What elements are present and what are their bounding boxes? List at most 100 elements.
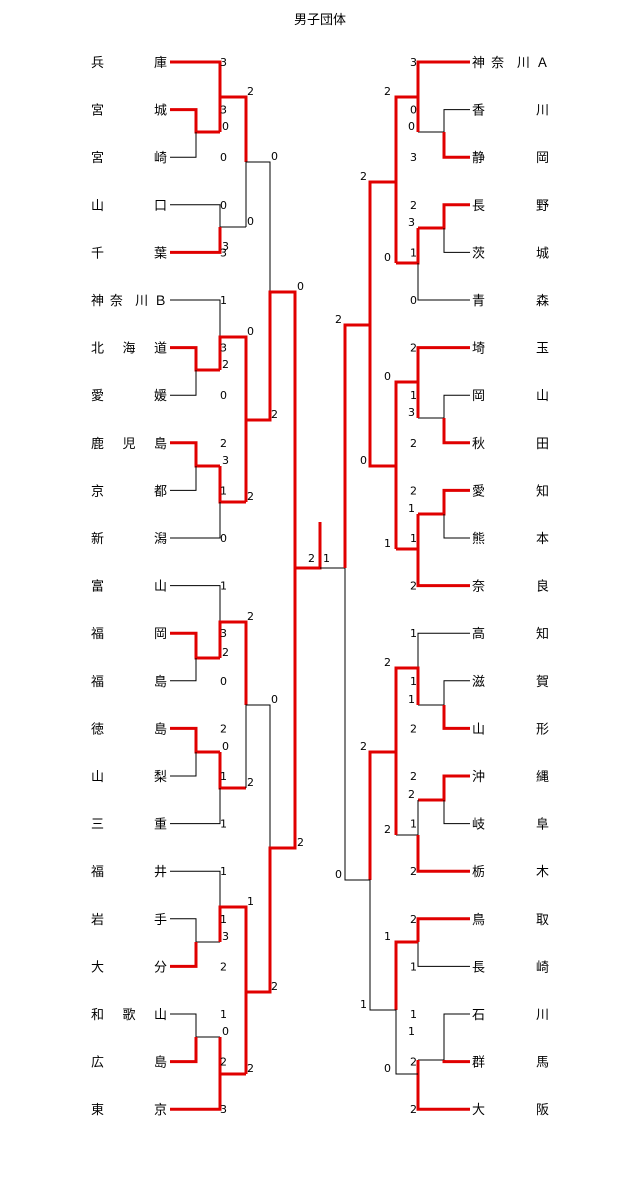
right-round-score: 2 — [384, 656, 391, 669]
bracket-line — [218, 95, 248, 162]
left-team-name-char: 宮 — [91, 103, 104, 119]
bracket-line — [394, 666, 420, 752]
bracket-line — [170, 227, 222, 254]
left-round-score: 0 — [222, 1025, 229, 1038]
left-round-score: 0 — [222, 120, 229, 133]
bracket-line — [170, 299, 221, 337]
right-round-score: 2 — [335, 313, 342, 326]
left-team-name-char: 井 — [154, 865, 167, 880]
right-round-score: 1 — [408, 1025, 415, 1038]
left-team-score: 3 — [220, 342, 227, 355]
left-team-name-char: Ｂ — [154, 294, 167, 309]
left-team-score: 2 — [220, 1056, 227, 1069]
right-team-score: 3 — [410, 151, 417, 164]
left-team-name-char: 宮 — [91, 150, 104, 166]
right-team-score: 2 — [410, 722, 417, 735]
right-round-score: 0 — [384, 251, 391, 264]
bracket-line — [443, 228, 470, 253]
right-round-score: 0 — [360, 454, 367, 467]
right-team-score: 1 — [410, 627, 417, 640]
right-team-name-char: 岐 — [472, 818, 485, 833]
right-round-score: 1 — [408, 502, 415, 515]
right-team-name-char: 奈 — [472, 580, 485, 595]
bracket-line — [416, 835, 470, 873]
left-team-name-char: 福 — [91, 627, 104, 642]
bracket-line — [170, 752, 197, 777]
right-team-name-char: 埼 — [472, 342, 485, 357]
bracket-line — [170, 870, 221, 907]
bracket-line — [443, 800, 470, 825]
left-team-name-char: 愛 — [91, 389, 104, 404]
left-round-score: 0 — [297, 280, 304, 293]
right-team-score: 1 — [410, 246, 417, 259]
right-round-score: 2 — [384, 85, 391, 98]
left-round-score: 2 — [297, 836, 304, 849]
right-team-score: 2 — [410, 1103, 417, 1116]
right-team-score: 2 — [410, 484, 417, 497]
right-team-score: 1 — [410, 532, 417, 545]
bracket-line — [442, 132, 470, 159]
left-round-score: 2 — [271, 408, 278, 421]
bracket-line — [416, 917, 470, 942]
right-team-score: 2 — [410, 913, 417, 926]
bracket-line — [417, 263, 470, 301]
bracket-line — [170, 370, 197, 396]
left-team-score: 0 — [220, 389, 227, 402]
left-team-name-char: 福 — [91, 675, 104, 690]
bracket-line — [170, 1037, 198, 1064]
left-team-score: 1 — [220, 294, 227, 307]
right-team-name-char: 森 — [536, 294, 549, 309]
right-team-score: 1 — [410, 960, 417, 973]
right-team-name-char: 秋 — [472, 437, 485, 452]
left-team-name-char: 川 — [135, 294, 148, 309]
left-team-name-char: 北 — [91, 342, 104, 357]
bracket-line — [170, 204, 246, 228]
left-team-name-char: 大 — [91, 960, 104, 975]
bracket-line — [245, 704, 271, 848]
left-team-name-char: 島 — [154, 437, 167, 452]
left-team-name-char: 城 — [154, 104, 167, 119]
left-team-score: 1 — [220, 580, 227, 593]
left-team-score: 1 — [220, 484, 227, 497]
bracket-line — [418, 488, 470, 516]
left-team-name-char: 岡 — [154, 627, 167, 642]
match-scores: 3300313021013021111212330321021221211221… — [220, 56, 417, 1116]
right-team-name-char: 田 — [536, 437, 549, 452]
left-round-score: 0 — [247, 215, 254, 228]
left-team-name-char: 海 — [122, 342, 135, 357]
right-team-name-char: 栃 — [472, 865, 485, 880]
right-team-name-char: 山 — [472, 722, 485, 737]
bracket-line — [442, 1060, 470, 1064]
bracket-line — [344, 568, 418, 1075]
right-team-score: 2 — [410, 437, 417, 450]
bracket-line — [170, 60, 222, 97]
bracket-line — [170, 942, 198, 968]
left-team-name-char: 神 — [91, 294, 104, 309]
left-team-score: 1 — [220, 1008, 227, 1021]
left-team-score: 1 — [220, 770, 227, 783]
left-team-name-char: 山 — [154, 580, 167, 595]
right-team-score: 1 — [410, 818, 417, 831]
bracket-line — [244, 290, 297, 568]
left-team-name-char: 新 — [91, 531, 104, 547]
left-team-name-char: 崎 — [154, 151, 167, 166]
left-team-score: 1 — [220, 913, 227, 926]
right-team-name-char: 縄 — [536, 770, 549, 785]
left-team-score: 3 — [220, 104, 227, 117]
right-team-name-char: 青 — [472, 294, 485, 309]
bracket-lines — [170, 60, 470, 1111]
right-team-score: 0 — [410, 294, 417, 307]
left-round-score: 2 — [247, 610, 254, 623]
bracket-line — [443, 514, 470, 539]
bracket-line — [442, 705, 470, 730]
left-team-name-char: 島 — [154, 722, 167, 737]
bracket-line — [416, 60, 470, 97]
left-round-score: 0 — [247, 325, 254, 338]
bracket-line — [218, 905, 248, 992]
left-team-name-char: 庫 — [154, 56, 167, 71]
left-round-score: 2 — [247, 1062, 254, 1075]
left-team-name-char: 分 — [154, 960, 167, 975]
bracket-line — [244, 568, 297, 1074]
right-team-name-char: 城 — [536, 246, 549, 261]
bracket-line — [418, 1013, 470, 1061]
